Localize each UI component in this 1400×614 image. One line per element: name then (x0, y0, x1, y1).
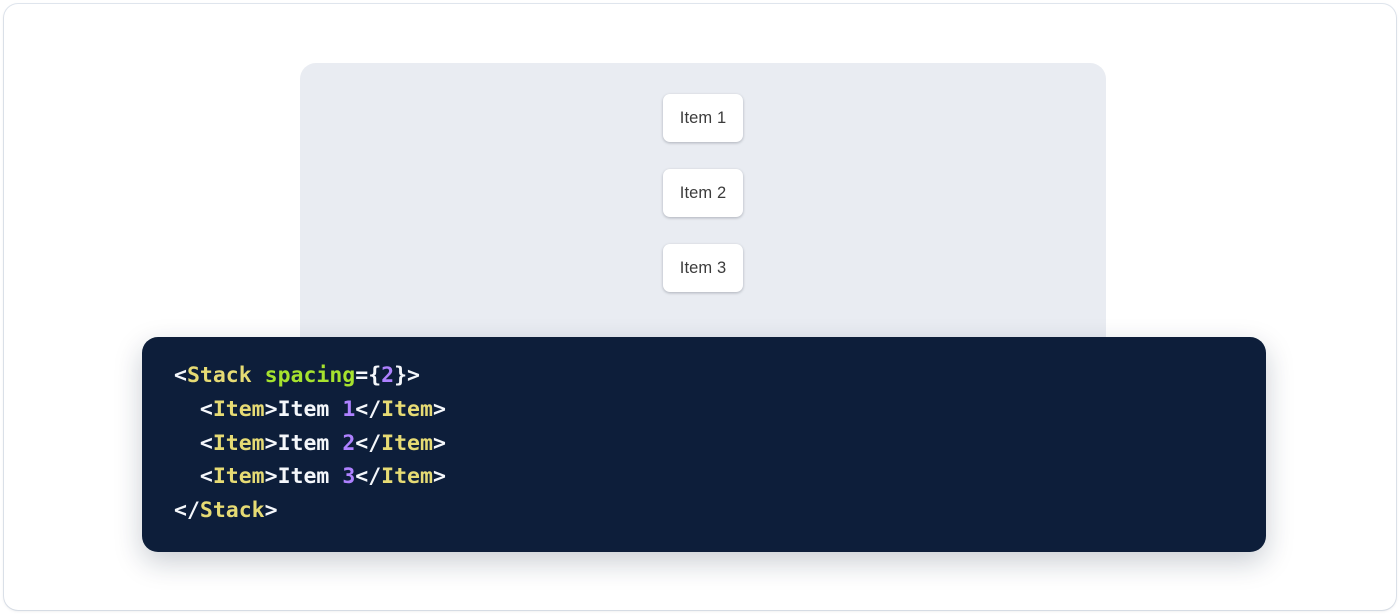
code-line: <Item>Item 3</Item> (174, 464, 446, 489)
code-token-text: Item (277, 430, 343, 456)
code-token-punct: }> (394, 363, 420, 388)
code-token-num: 3 (342, 464, 356, 490)
stack-container: Item 1 Item 2 Item 3 (300, 94, 1106, 292)
code-token-punct: </ (174, 498, 200, 524)
component-preview-panel: Item 1 Item 2 Item 3 (300, 63, 1106, 353)
stack-item[interactable]: Item 3 (663, 244, 743, 292)
code-token-text (252, 363, 265, 388)
code-line: <Item>Item 2</Item> (174, 431, 446, 456)
code-token-tag: Stack (186, 363, 252, 388)
code-token-punct: < (174, 464, 213, 490)
code-snippet-block: <Stack spacing={2}> <Item>Item 1</Item> … (142, 337, 1266, 552)
code-token-punct: > (264, 396, 278, 422)
code-token-attr: spacing (264, 363, 356, 388)
code-token-punct: > (432, 430, 446, 456)
code-token-tag: Item (381, 464, 433, 490)
code-line: </Stack> (174, 498, 278, 523)
code-token-punct: < (174, 363, 187, 388)
code-snippet-text: <Stack spacing={2}> <Item>Item 1</Item> … (174, 359, 446, 528)
stack-item-label: Item 3 (679, 258, 727, 277)
stack-item[interactable]: Item 1 (663, 94, 743, 142)
code-token-punct: </ (355, 396, 382, 422)
code-token-punct: > (432, 396, 446, 422)
code-line: <Item>Item 1</Item> (174, 397, 446, 422)
code-token-punct: </ (355, 430, 382, 456)
stack-item-label: Item 2 (679, 183, 727, 202)
code-token-punct: > (264, 498, 278, 524)
code-token-tag: Item (381, 430, 433, 456)
code-token-tag: Item (381, 396, 433, 422)
code-token-text: Item (277, 464, 343, 490)
code-token-num: 2 (342, 430, 356, 456)
stack-item-label: Item 1 (679, 108, 727, 127)
code-token-punct: > (264, 430, 278, 456)
code-token-punct: > (264, 464, 278, 490)
stack-item[interactable]: Item 2 (663, 169, 743, 217)
code-token-num: 2 (381, 363, 395, 388)
code-token-tag: Item (212, 430, 265, 456)
code-token-punct: </ (355, 464, 382, 490)
code-token-tag: Item (212, 464, 265, 490)
code-token-punct: ={ (355, 363, 382, 388)
code-token-text: Item (277, 396, 343, 422)
code-token-num: 1 (342, 396, 356, 422)
code-token-tag: Item (212, 396, 265, 422)
code-token-tag: Stack (199, 498, 265, 524)
code-token-punct: > (432, 464, 446, 490)
code-token-punct: < (174, 430, 213, 456)
code-token-punct: < (174, 396, 213, 422)
code-line: <Stack spacing={2}> (174, 363, 420, 388)
